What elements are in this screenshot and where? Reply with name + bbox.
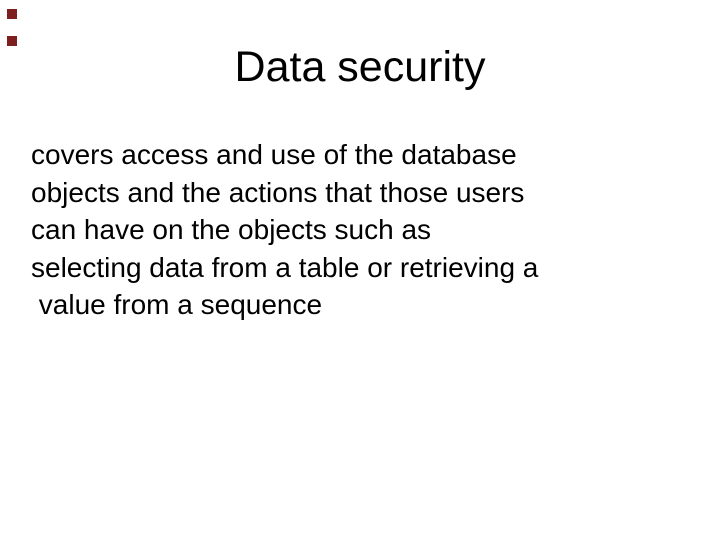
- slide-body-text: covers access and use of the database ob…: [31, 136, 691, 324]
- body-text-line: covers access and use of the database: [31, 139, 517, 170]
- red-square-marker-icon: [7, 36, 17, 46]
- body-text-line: objects and the actions that those users: [31, 176, 525, 208]
- body-text-line: selecting data from a table or retrievin…: [31, 251, 539, 283]
- slide-title: Data security: [234, 43, 486, 91]
- body-text-line: can have on the objects such as: [31, 214, 432, 246]
- body-text-line: value from a sequence: [31, 289, 323, 321]
- red-square-marker-icon: [7, 9, 17, 19]
